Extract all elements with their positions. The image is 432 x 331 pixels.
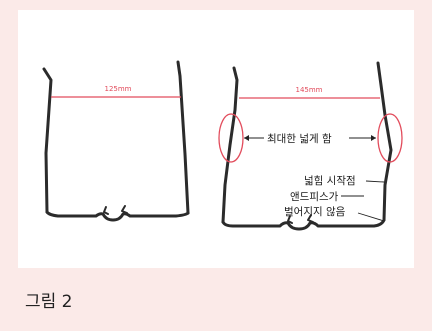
left-frame-width-label: 125mm xyxy=(105,85,132,93)
widen-start-label: 넓힘 시작점 xyxy=(304,175,356,187)
endpiece-label-line2: 벌어지지 않음 xyxy=(284,206,346,218)
eyeglass-diagram: 125mm 145mm 최대한 넓게 함 넓힘 시작점 앤드피스가 벌어지지 않… xyxy=(42,60,403,231)
right-frame-nosepad-right xyxy=(307,214,314,223)
left-frame-nosepad-right xyxy=(121,205,128,214)
left-frame-right-temple xyxy=(176,60,190,215)
right-frame-width-label: 145mm xyxy=(296,86,323,94)
figure-panel: 125mm 145mm 최대한 넓게 함 넓힘 시작점 앤드피스가 벌어지지 않… xyxy=(18,10,414,268)
right-frame-front xyxy=(221,218,386,231)
left-frame-left-temple xyxy=(42,67,53,214)
figure-caption: 그림 2 xyxy=(25,292,73,312)
widen-arrowhead-left xyxy=(244,135,249,141)
widen-label: 최대한 넓게 함 xyxy=(267,133,332,145)
endpiece-label-line1: 앤드피스가 xyxy=(290,191,339,203)
left-widen-ellipse xyxy=(218,113,244,163)
left-frame xyxy=(42,60,190,222)
right-frame-right-temple xyxy=(376,61,393,222)
endpiece-pointer-2 xyxy=(357,212,385,222)
right-frame xyxy=(221,61,393,231)
right-frame-left-temple xyxy=(221,66,239,224)
right-frame-nosepad-left xyxy=(287,215,293,224)
widen-start-pointer xyxy=(365,180,385,183)
left-frame-nosepad-left xyxy=(103,206,109,215)
right-widen-ellipse xyxy=(377,113,403,163)
widen-arrowhead-right xyxy=(371,135,376,141)
left-frame-front xyxy=(45,210,190,222)
